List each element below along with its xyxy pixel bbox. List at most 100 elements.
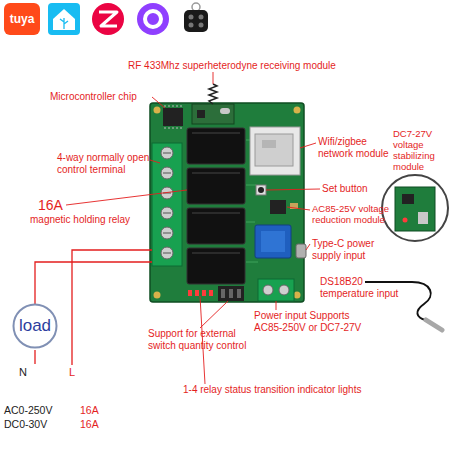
microcontroller-chip (163, 108, 183, 126)
leader-line (266, 189, 320, 190)
temperature-probe (365, 282, 431, 320)
remote-keyfob (192, 3, 200, 11)
rf-module (192, 84, 234, 124)
power-terminal (279, 285, 289, 295)
pcb-board (154, 107, 161, 114)
remote-keyfob (189, 23, 194, 28)
pcb-board (150, 103, 304, 302)
pcb-board (294, 107, 301, 114)
voltage-reduction-module (270, 200, 286, 214)
pcb-board (154, 292, 161, 299)
node-outline (14, 305, 57, 348)
home-assistant-logo (48, 3, 80, 35)
part-label: Support for external switch quantity con… (148, 328, 256, 352)
remote-keyfob (199, 15, 204, 20)
load-wire (72, 250, 152, 365)
voltage-reduction-module (261, 231, 285, 252)
external-switch-terminal (218, 286, 244, 301)
part-label: RF 433Mhz superheterodyne receiving modu… (128, 60, 368, 72)
network-module (262, 140, 276, 148)
voltage-reduction-module (255, 200, 298, 258)
remote-keyfob (189, 15, 194, 20)
current-rating: 16A (80, 404, 120, 416)
remote-keyfob (184, 3, 208, 32)
leader-line (213, 72, 214, 84)
part-label: Wifi/zigbee network module (318, 136, 396, 160)
part-label: Microcontroller chip (50, 91, 160, 103)
indicator-led (209, 290, 213, 296)
network-module (250, 127, 300, 175)
wire-name: L (69, 366, 89, 379)
current-rating: 16A (80, 418, 120, 430)
remote-keyfob (184, 10, 208, 32)
alice-logo (137, 3, 169, 35)
leader-line (276, 301, 277, 310)
home-assistant-logo (60, 18, 68, 29)
rf-module (220, 108, 230, 114)
indicator-led (202, 290, 206, 296)
stabilizer-inset (403, 218, 408, 223)
brand-logo: tuya (4, 3, 40, 35)
part-label: Set button (322, 183, 402, 195)
indicator-led (195, 290, 199, 296)
microcontroller-chip (163, 105, 183, 129)
leader-line (200, 301, 228, 328)
voltage-rating: AC0-250V (4, 404, 74, 416)
set-button (258, 187, 264, 193)
voltage-reduction-module (255, 225, 291, 258)
type-c-port (296, 244, 306, 258)
alice-logo (137, 3, 169, 35)
leader-line (287, 207, 310, 210)
power-terminal (258, 279, 294, 301)
load-wire (35, 250, 152, 365)
rf-module (197, 110, 205, 118)
zigbee-logo (92, 3, 124, 35)
set-button (256, 185, 266, 195)
home-assistant-logo (48, 3, 80, 35)
external-switch-terminal (229, 289, 233, 298)
leader-line (150, 160, 160, 163)
wire-name: N (19, 366, 39, 379)
stabilizer-inset (402, 194, 414, 204)
rf-module (209, 84, 217, 104)
external-switch-terminal (237, 289, 241, 298)
part-label: DC7-27V voltage stabilizing module (393, 128, 448, 172)
part-label: AC85-25V voltage reduction module (312, 203, 412, 225)
terminal-block (152, 143, 182, 266)
rating-label: 16A (38, 197, 78, 213)
rf-module (192, 104, 234, 124)
temperature-probe (426, 320, 442, 330)
alice-logo (145, 11, 161, 27)
voltage-rating: DC0-30V (4, 418, 74, 430)
stabilizer-inset (382, 175, 448, 241)
stabilizer-inset (418, 212, 428, 224)
microcontroller-chip (165, 105, 181, 129)
type-c-port (296, 244, 306, 258)
leader-line (66, 72, 320, 384)
leader-line (306, 244, 310, 250)
external-switch-terminal (221, 289, 225, 298)
terminal-block (152, 143, 182, 266)
part-label: Power input Supports AC85-250V or DC7-27… (254, 310, 369, 334)
terminal-block (163, 153, 171, 253)
part-label: magnetic holding relay (30, 214, 160, 226)
network-module (250, 127, 300, 175)
remote-keyfob (199, 23, 204, 28)
indicator-led (188, 290, 213, 296)
external-switch-terminal (218, 286, 244, 301)
zigbee-logo (99, 12, 117, 26)
part-label: DS18B20 temperature input (320, 276, 405, 300)
load-wire (35, 262, 152, 304)
load-circle: load (12, 303, 58, 349)
home-assistant-logo (53, 9, 75, 30)
relay (187, 128, 245, 284)
stabilizer-inset (395, 187, 435, 231)
indicator-led (188, 290, 192, 296)
pcb-board (294, 292, 301, 299)
power-terminal (258, 279, 294, 301)
leader-line (152, 97, 165, 108)
leader-line (300, 143, 316, 148)
set-button (256, 185, 266, 195)
load-wire (34, 350, 35, 364)
